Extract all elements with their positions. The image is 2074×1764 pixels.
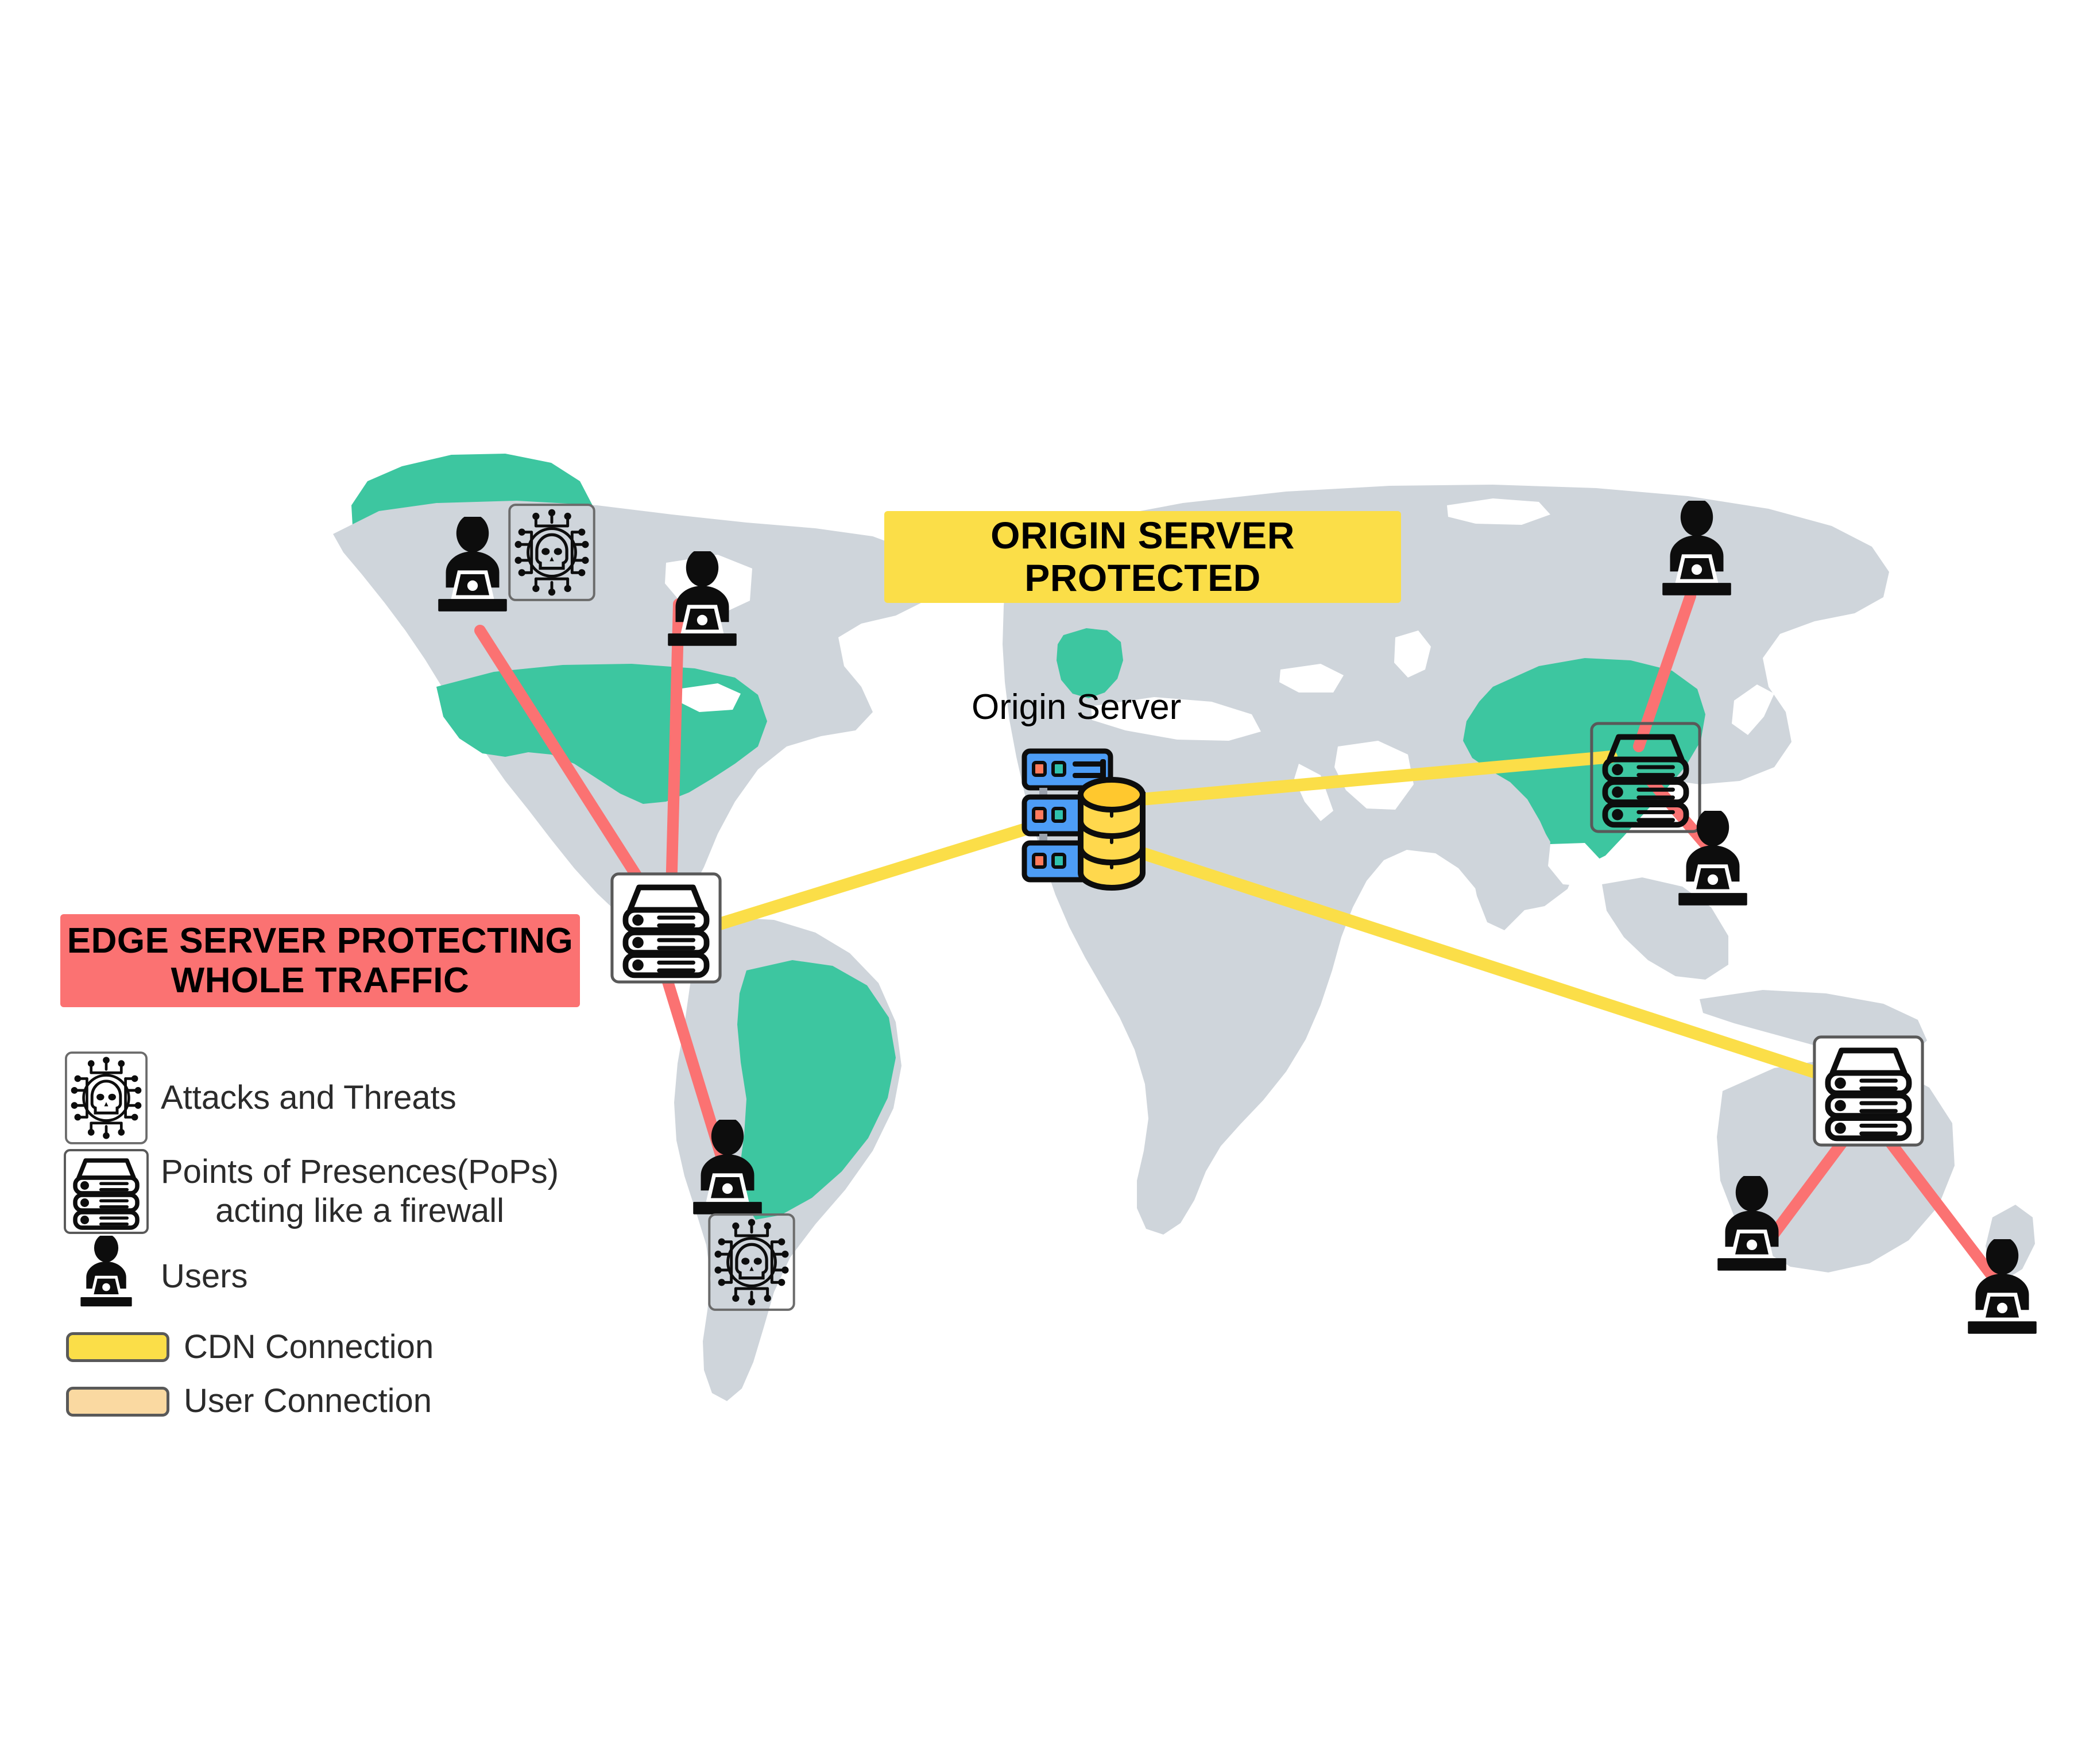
link-origin-to-pop-australia: [1084, 830, 1847, 1087]
edge-banner-line1: EDGE SERVER PROTECTING: [67, 920, 574, 961]
legend: Attacks and Threats: [52, 1051, 712, 1425]
user-laptop-icon-south-america[interactable]: [680, 1120, 775, 1229]
user-connection-swatch: [66, 1386, 169, 1417]
legend-icon-slot: [52, 1386, 184, 1417]
map-texture-mediterranean: [1091, 697, 1261, 741]
legend-icon-slot: [52, 1148, 161, 1235]
legend-item-user-connection: User Connection: [52, 1382, 712, 1421]
legend-label-user-connection: User Connection: [184, 1382, 432, 1420]
region-brazil: [737, 960, 896, 1220]
legend-label-points-of-presence: Points of Presences(PoPs) acting like a …: [161, 1152, 559, 1231]
legend-icon-slot: [52, 1236, 161, 1317]
origin-server-protected-banner: ORIGIN SERVER PROTECTED: [884, 511, 1401, 603]
cdn-connection-swatch: [66, 1332, 169, 1363]
map-texture-siberia-north: [1447, 498, 1550, 525]
attack-threat-icon-south-america[interactable]: [707, 1213, 796, 1312]
user-laptop-icon-canada-east[interactable]: [655, 551, 750, 660]
link-user-alaska-to-pop-caribbean: [474, 625, 666, 919]
link-pop-caribbean-to-origin: [693, 807, 1084, 937]
pop-server-icon-australia[interactable]: [1812, 1035, 1925, 1147]
link-user-canada-east-to-pop-caribbean: [665, 598, 684, 920]
map-texture-caspian: [1394, 630, 1431, 678]
map-landmasses: [333, 454, 2035, 1401]
origin-banner-text: ORIGIN SERVER PROTECTED: [990, 514, 1295, 599]
region-japan: [1732, 684, 1774, 735]
user-laptop-icon-west-australia[interactable]: [1704, 1176, 1800, 1285]
legend-label-attacks-and-threats: Attacks and Threats: [161, 1078, 456, 1116]
legend-label-cdn-connection: CDN Connection: [184, 1328, 434, 1365]
legend-label-pop-line2: acting like a firewall: [215, 1192, 504, 1229]
origin-database-cylinder: [1078, 777, 1146, 891]
pop-server-icon: [64, 1149, 149, 1234]
user-laptop-icon: [80, 1236, 132, 1307]
map-texture-greatlakes: [678, 683, 741, 712]
cdn-connection-lines: [693, 751, 1847, 1087]
link-origin-to-pop-china: [1085, 751, 1618, 810]
user-laptop-icon-siberia[interactable]: [1649, 501, 1744, 610]
legend-item-points-of-presence: Points of Presences(PoPs) acting like a …: [52, 1148, 712, 1235]
user-laptop-icon-southeast-asia[interactable]: [1665, 811, 1760, 920]
legend-label-pop-line1: Points of Presences(PoPs): [161, 1152, 559, 1190]
edge-banner-line2: WHOLE TRAFFIC: [171, 961, 470, 1000]
pop-server-icon-caribbean[interactable]: [610, 872, 722, 984]
user-laptop-icon-alaska[interactable]: [425, 517, 520, 626]
legend-item-attacks-and-threats: Attacks and Threats: [52, 1051, 712, 1145]
pop-server-icon-china[interactable]: [1589, 721, 1702, 834]
origin-rack-top: [1021, 748, 1113, 791]
region-france: [1057, 628, 1123, 698]
legend-item-cdn-connection: CDN Connection: [52, 1328, 712, 1367]
user-laptop-icon-new-zealand[interactable]: [1955, 1239, 2050, 1348]
legend-icon-slot: [52, 1051, 161, 1145]
origin-server-icon[interactable]: [1020, 746, 1163, 896]
origin-server-label: Origin Server: [972, 687, 1182, 727]
map-texture-blacksea: [1279, 664, 1344, 693]
attack-threat-icon: [65, 1051, 148, 1144]
legend-icon-slot: [52, 1332, 184, 1363]
region-india: [1470, 804, 1550, 930]
edge-server-protecting-banner: EDGE SERVER PROTECTING WHOLE TRAFFIC: [60, 914, 580, 1007]
map-texture-redsea: [1294, 764, 1333, 821]
legend-item-users: Users: [52, 1236, 712, 1317]
link-user-siberia-to-pop-china: [1633, 590, 1696, 752]
map-texture-bengal: [1548, 843, 1602, 887]
attack-threat-icon-north-america[interactable]: [508, 503, 596, 602]
legend-label-users: Users: [161, 1257, 248, 1295]
